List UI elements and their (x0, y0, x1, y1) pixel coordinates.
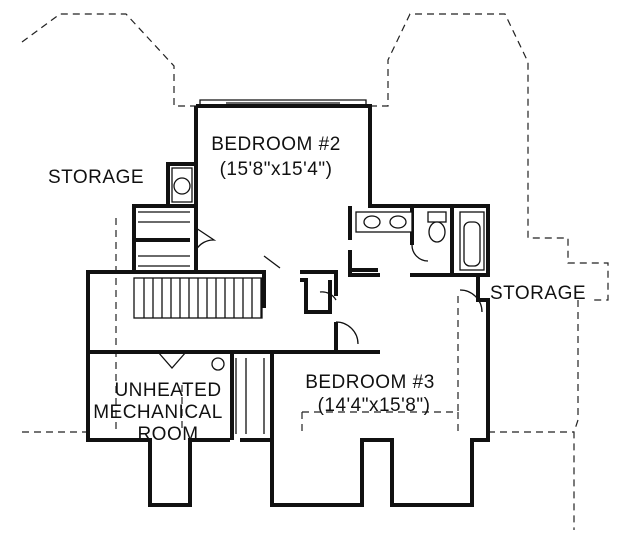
mechanical-line1-label: UNHEATED (114, 380, 221, 401)
closet-shelving (138, 211, 265, 434)
mechanical-line2-label: MECHANICAL (93, 402, 223, 423)
equipment-circle (211, 357, 225, 371)
mechanical-line3-label: ROOM (137, 424, 198, 445)
bedroom2-name-label: BEDROOM #2 (211, 134, 341, 155)
toilet (427, 211, 447, 223)
storage-right-label: STORAGE (490, 283, 586, 304)
doors (157, 227, 483, 369)
stairs (133, 277, 263, 319)
storage-left-label: STORAGE (48, 167, 144, 188)
bedroom2-size-label: (15'8"x15'4") (220, 159, 333, 180)
roof-outline (21, 13, 609, 530)
bedroom3-name-label: BEDROOM #3 (305, 372, 435, 393)
fixtures (171, 167, 485, 371)
bedroom3-size-label: (14'4"x15'8") (318, 395, 431, 416)
